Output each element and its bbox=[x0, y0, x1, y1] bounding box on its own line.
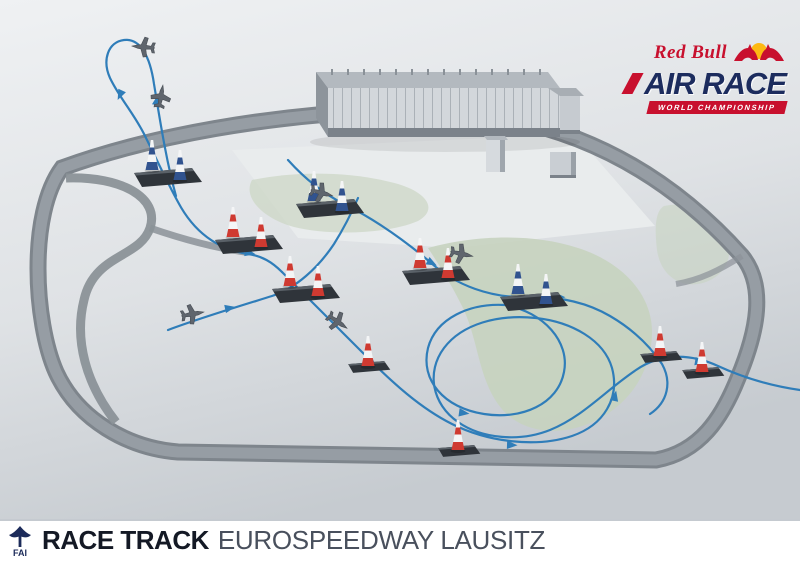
airrace-title: AIR RACE bbox=[627, 68, 787, 99]
infield-green-main bbox=[428, 237, 652, 431]
redbull-wordmark: Red Bull bbox=[653, 42, 727, 63]
redbull-bulls-sun-icon bbox=[734, 43, 784, 61]
page-title-group: RACE TRACK EUROSPEEDWAY LAUSITZ bbox=[42, 525, 545, 556]
control-tower bbox=[484, 136, 508, 172]
flight-path-main bbox=[280, 270, 800, 444]
flight-path-inner-loop bbox=[425, 303, 566, 417]
small-building bbox=[550, 152, 576, 178]
footer-divider bbox=[0, 519, 800, 521]
flight-path-left-link bbox=[166, 196, 360, 332]
fai-logo: FAI bbox=[9, 525, 31, 558]
grandstand-roof-supports bbox=[331, 69, 541, 75]
infield-road bbox=[65, 173, 157, 425]
access-road-right bbox=[675, 253, 744, 287]
page-subtitle: EUROSPEEDWAY LAUSITZ bbox=[217, 525, 546, 555]
fai-label: FAI bbox=[13, 548, 27, 558]
world-championship-banner: WORLD CHAMPIONSHIP bbox=[646, 101, 788, 115]
redbull-airrace-logo: Red Bull AIR RACE WORLD CHAMPIONSHIP bbox=[586, 40, 788, 115]
footer: FAI RACE TRACK EUROSPEEDWAY LAUSITZ bbox=[0, 519, 800, 562]
grandstand bbox=[310, 69, 584, 178]
page-title: RACE TRACK bbox=[42, 525, 209, 555]
